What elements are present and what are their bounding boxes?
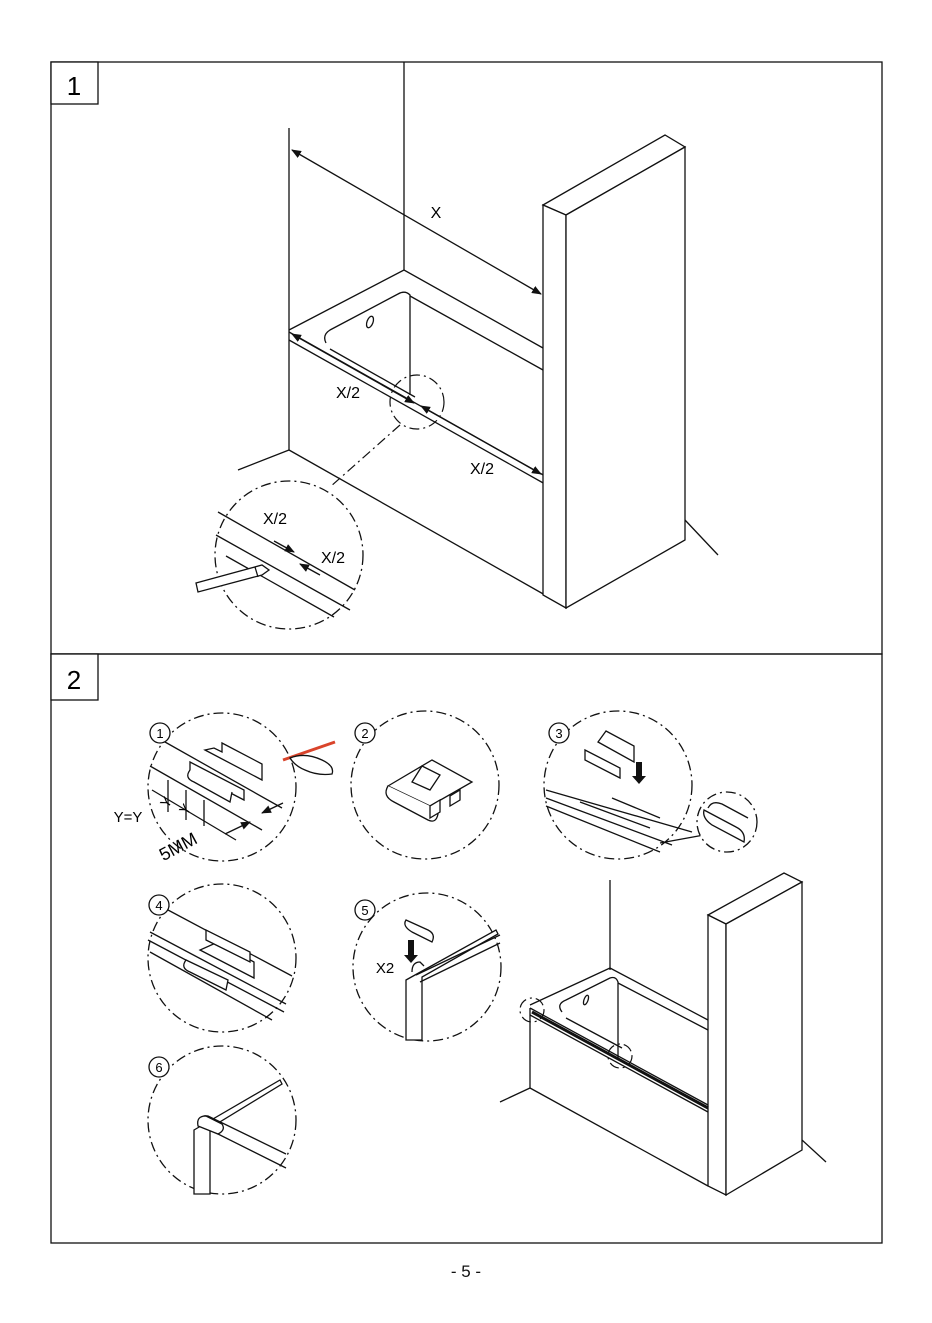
bathroom-overview-drawing <box>500 873 826 1195</box>
detail-half-right-label: X/2 <box>321 550 345 567</box>
detail-half-top-label: X/2 <box>263 511 287 528</box>
step-1-number: 1 <box>67 71 81 101</box>
y-equals-label: Y=Y <box>114 809 143 826</box>
step-2-number: 2 <box>67 665 81 695</box>
substep-3-profile-detail <box>697 792 757 852</box>
substep-6-number: 6 <box>155 1060 162 1075</box>
substep-4-number: 4 <box>155 898 162 913</box>
substep-3-number: 3 <box>555 726 562 741</box>
substep-4-detail <box>148 884 296 1032</box>
substep-5-number: 5 <box>361 903 368 918</box>
dimension-x-label: X <box>431 205 442 222</box>
step-2-panel: 2 Y Y Y=Y 5MM 1 <box>51 654 882 1243</box>
substep-1-number: 1 <box>156 726 163 741</box>
dimension-half-right-label: X/2 <box>470 461 494 478</box>
midpoint-detail-circle: X/2 X/2 <box>196 481 363 629</box>
dimension-half-left-label: X/2 <box>336 385 360 402</box>
step-1-panel: 1 X <box>51 62 882 654</box>
substep-6-detail <box>148 1046 296 1194</box>
x2-label: X2 <box>376 960 394 977</box>
substep-2-number: 2 <box>361 726 368 741</box>
page-number: - 5 - <box>0 1262 932 1282</box>
